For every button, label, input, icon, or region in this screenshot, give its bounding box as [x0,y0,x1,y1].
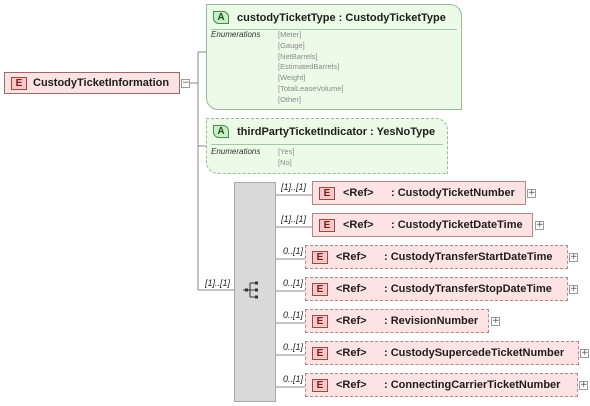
element-name: : CustodySupercedeTicketNumber [384,347,565,359]
element-badge: E [11,76,27,90]
occurrence-label: 0..[1] [283,374,304,384]
element-badge: E [319,186,335,200]
expand-button[interactable]: + [569,284,578,294]
enumeration-list: [Yes] [No] [278,147,294,169]
divider [211,29,457,30]
attribute-badge: A [213,11,229,24]
collapse-button[interactable]: − [181,78,190,88]
enum-value: [Gauge] [278,40,305,50]
occurrence-label: 0..[1] [283,342,304,352]
enum-value: [Weight] [278,73,306,83]
enumeration-list: [Meter] [Gauge] [NetBarrels] [EstimatedB… [278,30,343,106]
enumerations-label: Enumerations [211,147,261,156]
enumerations-label: Enumerations [211,30,261,39]
attribute-name: custodyTicketType : CustodyTicketType [237,11,446,24]
element-badge: E [312,314,328,328]
element-name: : ConnectingCarrierTicketNumber [384,379,561,391]
occurrence-label: 0..[1] [283,246,304,256]
root-element[interactable]: E CustodyTicketInformation [4,72,180,94]
element-custody-ticket-date-time[interactable]: E <Ref> : CustodyTicketDateTime [312,213,533,237]
occurrence-label: 0..[1] [283,278,304,288]
attribute-custody-ticket-type[interactable]: A custodyTicketType : CustodyTicketType … [206,4,462,110]
element-badge: E [312,378,328,392]
occurrence-label: 0..[1] [283,310,304,320]
attribute-badge: A [213,125,229,138]
element-custody-transfer-stop-date-time[interactable]: E <Ref> : CustodyTransferStopDateTime [305,277,568,301]
element-badge: E [312,346,328,360]
enum-value: [Yes] [278,147,295,156]
occurrence-label: [1]..[1] [281,182,307,192]
ref-label: <Ref> [336,315,367,327]
element-name: : CustodyTransferStartDateTime [384,251,553,263]
ref-label: <Ref> [336,251,367,263]
element-revision-number[interactable]: E <Ref> : RevisionNumber [305,309,489,333]
enum-value: [TotalLeaseVolume] [278,83,344,93]
expand-button[interactable]: + [569,252,578,262]
enum-value: [Other] [278,94,301,104]
element-custody-supercede-ticket-number[interactable]: E <Ref> : CustodySupercedeTicketNumber [305,341,579,365]
ref-label: <Ref> [343,187,374,199]
ref-label: <Ref> [343,219,374,231]
expand-button[interactable]: + [491,316,500,326]
expand-button[interactable]: + [580,348,589,358]
element-custody-ticket-number[interactable]: E <Ref> : CustodyTicketNumber [312,181,526,205]
expand-button[interactable]: + [579,380,588,390]
element-connecting-carrier-ticket-number[interactable]: E <Ref> : ConnectingCarrierTicketNumber [305,373,578,397]
ref-label: <Ref> [336,379,367,391]
enum-value: [EstimatedBarrels] [278,62,340,72]
occurrence-label: [1]..[1] [281,214,307,224]
expand-button[interactable]: + [527,188,536,198]
element-name: : CustodyTransferStopDateTime [384,283,552,295]
root-element-label: CustodyTicketInformation [33,77,170,89]
divider [211,144,443,145]
sequence-compositor[interactable] [234,182,276,402]
element-badge: E [312,282,328,296]
element-custody-transfer-start-date-time[interactable]: E <Ref> : CustodyTransferStartDateTime [305,245,568,269]
element-name: : CustodyTicketDateTime [391,219,523,231]
element-name: : RevisionNumber [384,315,479,327]
enum-value: [NetBarrels] [278,51,318,61]
element-badge: E [312,250,328,264]
sequence-occurrence: [1]..[1] [205,278,231,288]
attribute-third-party-ticket-indicator[interactable]: A thirdPartyTicketIndicator : YesNoType … [206,118,448,174]
sequence-icon [243,281,258,299]
element-name: : CustodyTicketNumber [391,187,515,199]
attribute-name: thirdPartyTicketIndicator : YesNoType [237,125,436,138]
element-badge: E [319,218,335,232]
ref-label: <Ref> [336,347,367,359]
enum-value: [Meter] [278,30,302,39]
enum-value: [No] [278,157,292,167]
ref-label: <Ref> [336,283,367,295]
expand-button[interactable]: + [535,220,544,230]
